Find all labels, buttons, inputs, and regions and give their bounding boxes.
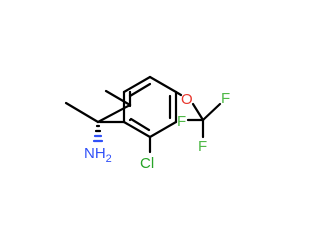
- fluorine-label-bottom: F: [198, 138, 207, 155]
- fluorine-label-left: F: [177, 113, 186, 130]
- hashed-wedge-bond: [92, 124, 104, 143]
- fluorine-label-top: F: [221, 90, 230, 107]
- amine-label: NH2: [84, 145, 112, 165]
- oxygen-label: O: [181, 91, 193, 108]
- bond-ethyl-chiral: [96, 103, 132, 124]
- bond-c-f-top: [201, 102, 222, 122]
- bond-ethyl-terminal: [64, 101, 100, 124]
- benzene-ring: [104, 89, 132, 107]
- bond-o-cf3: [191, 102, 205, 122]
- ring: [122, 75, 178, 139]
- structure-diagram: NH2 Cl O F F F: [64, 75, 230, 172]
- bond-ring-oxygen: [174, 90, 183, 97]
- chlorine-label: Cl: [140, 155, 154, 172]
